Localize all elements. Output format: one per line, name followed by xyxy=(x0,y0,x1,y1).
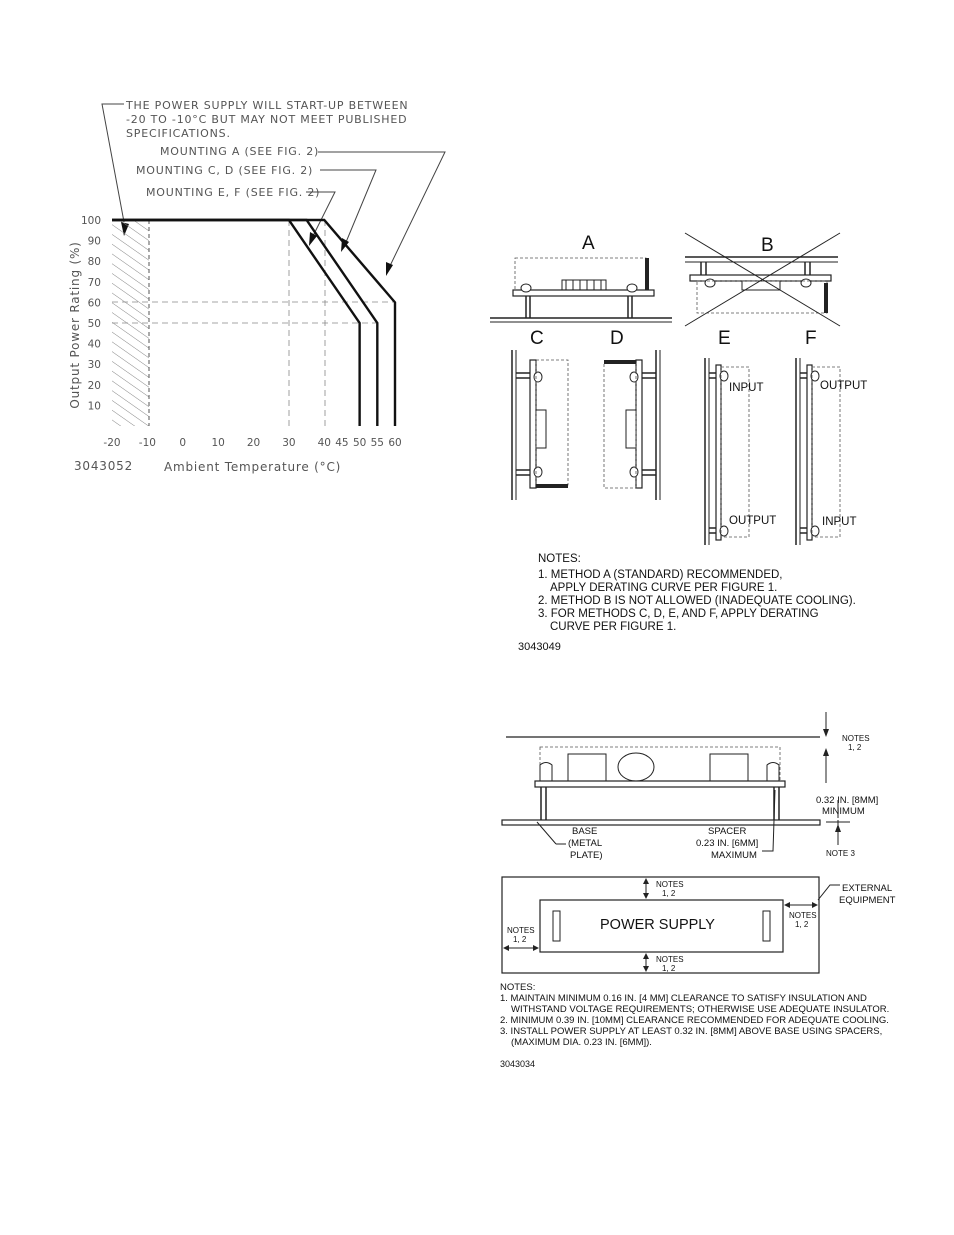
callout-mounting-ef: MOUNTING E, F (SEE FIG. 2) xyxy=(146,186,320,199)
mounting-d-drawing xyxy=(603,350,661,500)
x-tick-label: 50 xyxy=(353,437,366,449)
y-tick-label: 40 xyxy=(88,339,101,351)
y-tick-label: 20 xyxy=(88,380,101,392)
fig2-note-2: 2. METHOD B IS NOT ALLOWED (INADEQUATE C… xyxy=(538,595,856,607)
callout-main-line-2: -20 TO -10°C BUT MAY NOT MEET PUBLISHED xyxy=(126,113,407,126)
x-tick-labels: -20 -10 0 10 20 30 40 45 50 55 60 xyxy=(103,437,401,449)
spacer-label-1: SPACER xyxy=(708,826,747,837)
fig2-note-3b: CURVE PER FIGURE 1. xyxy=(550,621,676,633)
mounting-f-drawing xyxy=(795,358,841,545)
fig3-note-2: 2. MINIMUM 0.39 IN. [10MM] CLEARANCE REC… xyxy=(500,1015,889,1026)
x-axis-label: Ambient Temperature (°C) xyxy=(164,460,341,474)
power-supply-label: POWER SUPPLY xyxy=(600,917,715,933)
y-tick-label: 30 xyxy=(88,359,101,371)
fig3-notes12-top-a: NOTES xyxy=(842,734,870,743)
mounting-c-drawing xyxy=(511,350,569,500)
base-label-1: BASE xyxy=(572,826,597,837)
x-tick-label: 10 xyxy=(211,437,224,449)
fig3-notes-title: NOTES: xyxy=(500,982,535,993)
mounting-label-e: E xyxy=(718,328,731,349)
y-axis-label: Output Power Rating (%) xyxy=(68,241,82,408)
y-tick-label: 70 xyxy=(88,277,101,289)
y-tick-label: 90 xyxy=(88,236,101,248)
clearance-figure: NOTES 1, 2 0.32 IN. [8MM] MINIMUM NOTE 3… xyxy=(500,712,896,1069)
x-tick-label: 40 xyxy=(318,437,331,449)
callout-main-line-1: THE POWER SUPPLY WILL START-UP BETWEEN xyxy=(125,99,408,112)
fig3-notes12-inner-top-a: NOTES xyxy=(656,880,684,889)
fig2-id: 3043049 xyxy=(518,641,561,653)
y-tick-label: 100 xyxy=(81,215,101,227)
x-tick-label: 20 xyxy=(247,437,260,449)
pcb-board xyxy=(534,780,786,788)
fig3-note-3b: (MAXIMUM DIA. 0.23 IN. [6MM]). xyxy=(511,1037,652,1048)
external-label-1: EXTERNAL xyxy=(842,883,892,894)
fig3-notes12-right-a: NOTES xyxy=(789,911,817,920)
x-tick-label: -20 xyxy=(103,437,120,449)
y-tick-label: 80 xyxy=(88,256,101,268)
y-tick-label: 10 xyxy=(88,400,101,412)
fig3-notes12-left-b: 1, 2 xyxy=(513,935,527,944)
x-tick-label: 0 xyxy=(179,437,186,449)
mounting-b-drawing xyxy=(684,232,841,327)
x-tick-label: -10 xyxy=(139,437,156,449)
mounting-label-c: C xyxy=(530,328,544,349)
x-tick-label: 60 xyxy=(388,437,401,449)
callout-mounting-a: MOUNTING A (SEE FIG. 2) xyxy=(160,145,319,158)
e-input-label: INPUT xyxy=(729,382,764,394)
e-output-label: OUTPUT xyxy=(729,515,776,527)
x-tick-label: 30 xyxy=(282,437,295,449)
fig3-id: 3043034 xyxy=(500,1059,535,1069)
base-label-2: (METAL xyxy=(568,838,602,849)
power-supply-top-view xyxy=(539,899,784,953)
callout-leaders xyxy=(101,103,446,271)
callout-arrowheads xyxy=(121,222,393,276)
metal-base-plate xyxy=(501,819,821,826)
mounting-label-b: B xyxy=(761,235,774,256)
mounting-methods-figure: A B xyxy=(490,232,867,653)
f-input-label: INPUT xyxy=(822,516,857,528)
y-tick-labels: 10 20 30 40 50 60 70 80 90 100 xyxy=(81,215,101,412)
fig2-notes-title: NOTES: xyxy=(538,553,581,565)
fig3-notes12-top-b: 1, 2 xyxy=(848,743,862,752)
external-label-2: EQUIPMENT xyxy=(839,895,896,906)
x-tick-label: 55 xyxy=(371,437,384,449)
fig1-id: 3043052 xyxy=(74,459,133,473)
fig3-notes12-right-b: 1, 2 xyxy=(795,920,809,929)
fig2-note-1a: 1. METHOD A (STANDARD) RECOMMENDED, xyxy=(538,569,783,581)
base-label-3: PLATE) xyxy=(570,850,603,861)
mounting-label-d: D xyxy=(610,328,624,349)
mounting-label-a: A xyxy=(582,233,595,254)
mounting-e-drawing xyxy=(704,358,750,545)
mounting-a-drawing xyxy=(490,257,672,323)
callout-mounting-cd: MOUNTING C, D (SEE FIG. 2) xyxy=(136,164,313,177)
fig3-note-1a: 1. MAINTAIN MINIMUM 0.16 IN. [4 MM] CLEA… xyxy=(500,993,867,1004)
y-tick-label: 50 xyxy=(88,318,101,330)
clearance-min: MINIMUM xyxy=(822,806,865,817)
clearance-value: 0.32 IN. [8MM] xyxy=(816,795,878,806)
external-equipment-outline xyxy=(501,876,820,974)
derating-chart: THE POWER SUPPLY WILL START-UP BETWEEN -… xyxy=(68,99,446,474)
derating-curve-3 xyxy=(112,218,397,426)
fig3-note-3a: 3. INSTALL POWER SUPPLY AT LEAST 0.32 IN… xyxy=(500,1026,882,1037)
f-output-label: OUTPUT xyxy=(820,380,867,392)
y-tick-label: 60 xyxy=(88,297,101,309)
derating-curves xyxy=(112,218,397,426)
fig3-note-1b: WITHSTAND VOLTAGE REQUIREMENTS; OTHERWIS… xyxy=(511,1004,889,1015)
note-3-label: NOTE 3 xyxy=(826,849,855,858)
mounting-label-f: F xyxy=(805,328,817,349)
spacer-label-2: 0.23 IN. [6MM] xyxy=(696,838,758,849)
fig2-note-1b: APPLY DERATING CURVE PER FIGURE 1. xyxy=(550,582,777,594)
callout-main-line-3: SPECIFICATIONS. xyxy=(126,127,231,140)
fig3-notes12-inner-bottom-b: 1, 2 xyxy=(662,964,676,973)
fig3-notes12-inner-bottom-a: NOTES xyxy=(656,955,684,964)
fig3-notes12-left-a: NOTES xyxy=(507,926,535,935)
x-tick-label: 45 xyxy=(335,437,348,449)
fig2-note-3a: 3. FOR METHODS C, D, E, AND F, APPLY DER… xyxy=(538,608,819,620)
spacer-label-3: MAXIMUM xyxy=(711,850,757,861)
power-supply-envelope xyxy=(539,746,781,782)
fig3-notes12-inner-top-b: 1, 2 xyxy=(662,889,676,898)
